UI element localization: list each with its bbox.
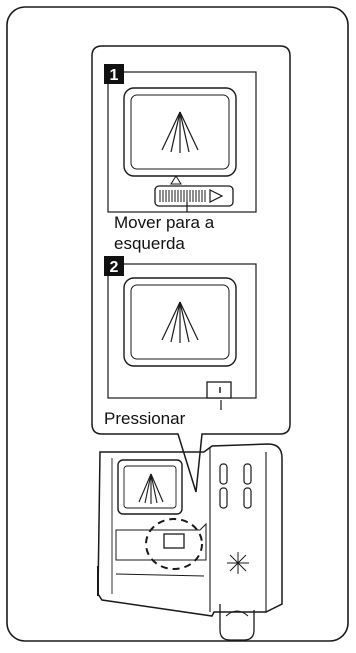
step-1-number: 1 <box>110 67 119 84</box>
dispenser-spray-lines <box>138 473 164 504</box>
outer-frame <box>6 6 349 642</box>
dispenser-bottom-tab <box>219 604 255 641</box>
rinse-aid-indicator-slots <box>219 463 252 509</box>
callout-balloon <box>91 45 291 493</box>
slide-left-arrow-icon <box>170 175 182 185</box>
dispenser-lid-seam <box>115 573 205 577</box>
step-2-frame <box>107 263 257 399</box>
dispenser-lid-panel <box>115 522 207 561</box>
step-1-spray-lines <box>161 111 199 153</box>
slider-grip-icon <box>159 190 206 202</box>
dispenser-body <box>97 443 283 617</box>
step-2-spray-lines <box>161 301 199 343</box>
step-1-dispenser-window-inner <box>130 94 230 170</box>
dispenser-tab-curve <box>225 610 249 617</box>
step-2-caption: Pressionar <box>104 409 186 428</box>
step-1-frame <box>107 71 257 213</box>
dispenser-release-button <box>163 533 185 549</box>
step-1-badge <box>104 64 124 84</box>
step-2-dispenser-window-inner <box>130 284 230 360</box>
step-1-panel: 1 Mover para a esquerda <box>104 64 257 253</box>
step-2-panel: 2 Pressionar <box>104 256 257 428</box>
slider-pointer-icon <box>209 189 224 203</box>
step-1-caption-line1: Mover para a <box>114 213 215 232</box>
step-2-dispenser-window-outer <box>123 277 237 367</box>
detergent-dispenser-illustration <box>97 443 283 641</box>
release-button-highlight-circle <box>145 518 203 570</box>
release-button-icon <box>206 381 232 399</box>
step-1-dispenser-window-outer <box>123 87 237 177</box>
dispenser-window-inner <box>123 465 177 509</box>
step-1-caption-line2: esquerda <box>114 234 185 253</box>
step-2-number: 2 <box>110 259 119 276</box>
rinse-aid-cap-sparkle-icon <box>227 552 249 574</box>
step-2-badge <box>104 256 124 276</box>
dispenser-window <box>117 459 183 515</box>
